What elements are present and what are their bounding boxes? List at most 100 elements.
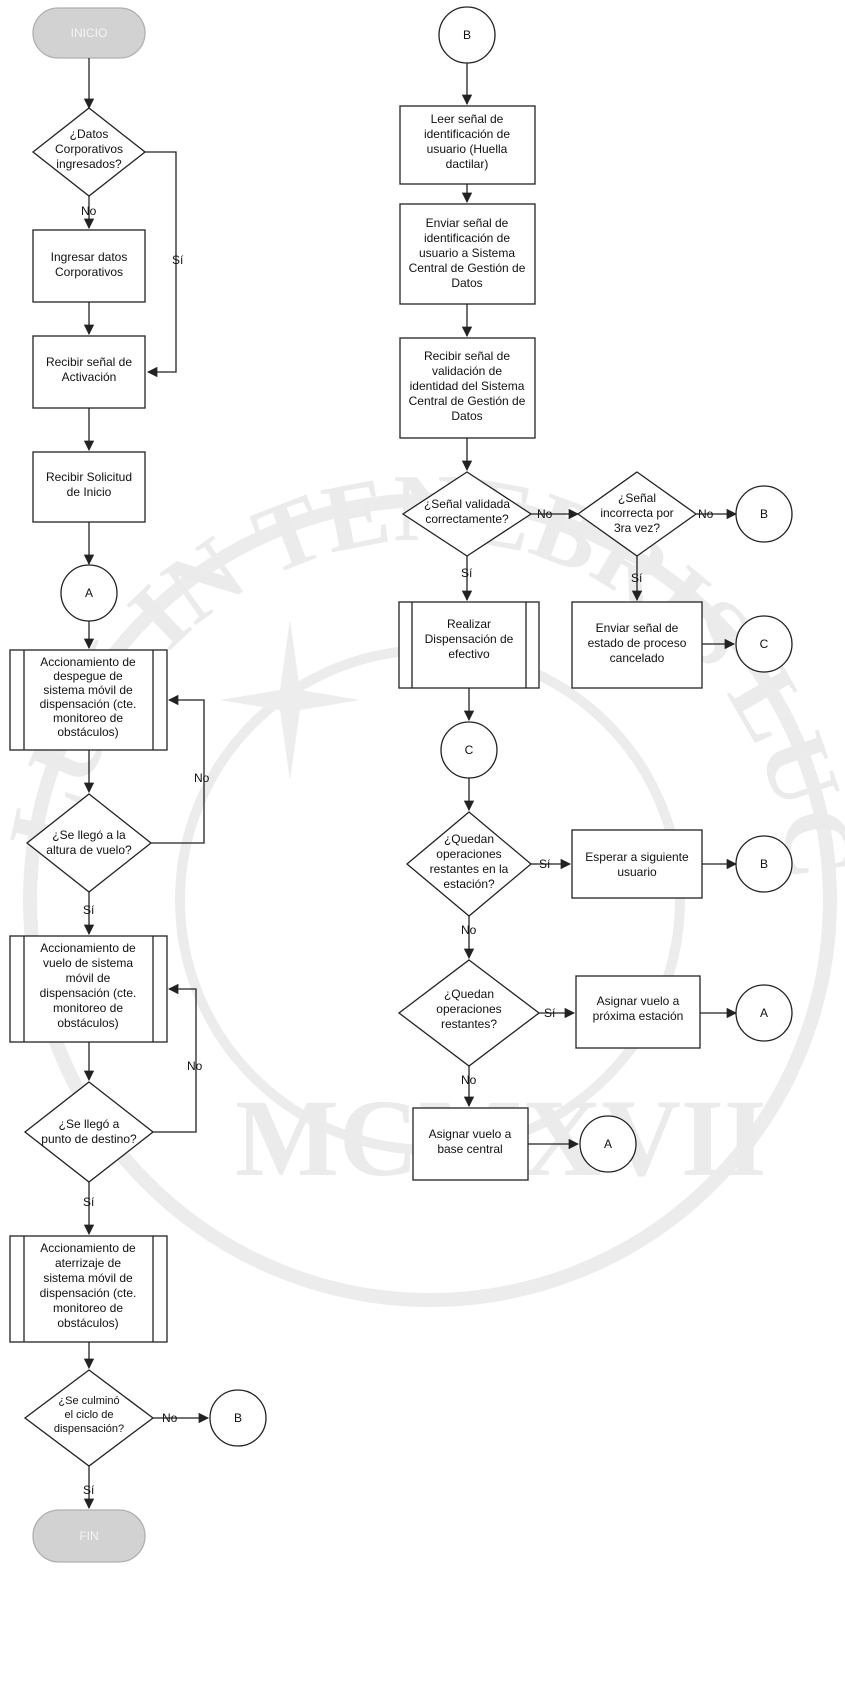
decision-ciclo-dispensacion: ¿Se culminó el ciclo de dispensación? xyxy=(23,1369,155,1467)
svg-text:identificación de: identificación de xyxy=(424,231,510,245)
svg-text:próxima estación: próxima estación xyxy=(593,1009,684,1023)
svg-text:Ingresar datos: Ingresar datos xyxy=(51,250,128,264)
svg-text:B: B xyxy=(760,507,768,521)
svg-text:A: A xyxy=(604,1137,612,1151)
svg-text:¿Quedan: ¿Quedan xyxy=(444,987,494,1001)
svg-text:Dispensación de: Dispensación de xyxy=(425,632,514,646)
svg-text:Esperar a siguiente: Esperar a siguiente xyxy=(585,850,689,864)
svg-text:¿Se llegó a la: ¿Se llegó a la xyxy=(52,828,126,842)
svg-text:¿Se llegó a: ¿Se llegó a xyxy=(59,1117,120,1131)
label-no: No xyxy=(194,771,210,785)
svg-text:validación de: validación de xyxy=(432,364,502,378)
svg-text:dispensación (cte.: dispensación (cte. xyxy=(40,1286,137,1300)
label-no: No xyxy=(162,1411,178,1425)
svg-text:Datos: Datos xyxy=(451,409,482,423)
svg-text:el ciclo de: el ciclo de xyxy=(65,1409,114,1421)
svg-text:Accionamiento de: Accionamiento de xyxy=(40,1241,136,1255)
svg-text:Recibir señal de: Recibir señal de xyxy=(46,355,132,369)
subprocess-realizar-dispensacion: Realizar Dispensación de efectivo xyxy=(398,601,540,689)
decision-quedan-operaciones: ¿Quedan operaciones restantes? xyxy=(397,959,541,1067)
start-terminal: INICIO xyxy=(32,7,146,59)
svg-text:Datos: Datos xyxy=(451,276,482,290)
decision-punto-destino: ¿Se llegó a punto de destino? xyxy=(23,1081,155,1183)
decision-datos-corporativos: ¿Datos Corporativos ingresados? xyxy=(31,107,147,197)
connector-a: A xyxy=(60,564,118,622)
process-recibir-validacion: Recibir señal de validación de identidad… xyxy=(399,337,536,439)
svg-text:obstáculos): obstáculos) xyxy=(57,1016,118,1030)
svg-text:restantes en la: restantes en la xyxy=(430,862,509,876)
svg-text:monitoreo de: monitoreo de xyxy=(53,711,123,725)
label-si: Sí xyxy=(83,1483,95,1497)
process-estado-cancelado: Enviar señal de estado de proceso cancel… xyxy=(571,601,703,689)
process-recibir-activacion: Recibir señal de Activación xyxy=(32,335,146,409)
connector-b: B xyxy=(209,1389,267,1447)
svg-text:aterrizaje de: aterrizaje de xyxy=(55,1256,121,1270)
svg-text:ingresados?: ingresados? xyxy=(56,157,122,171)
svg-text:usuario (Huella: usuario (Huella xyxy=(427,142,508,156)
svg-text:obstáculos): obstáculos) xyxy=(57,1316,118,1330)
svg-text:Recibir Solicitud: Recibir Solicitud xyxy=(46,470,132,484)
svg-text:¿Señal validada: ¿Señal validada xyxy=(424,497,510,511)
svg-text:Asignar vuelo a: Asignar vuelo a xyxy=(429,1127,512,1141)
svg-text:Realizar: Realizar xyxy=(447,617,491,631)
svg-text:efectivo: efectivo xyxy=(448,647,490,661)
svg-text:Accionamiento de: Accionamiento de xyxy=(40,655,136,669)
svg-text:¿Se culminó: ¿Se culminó xyxy=(58,1395,119,1407)
svg-text:dispensación?: dispensación? xyxy=(54,1423,124,1435)
process-recibir-solicitud: Recibir Solicitud de Inicio xyxy=(32,451,146,523)
connector-c: C xyxy=(735,615,793,673)
svg-text:Recibir señal de: Recibir señal de xyxy=(424,349,510,363)
svg-text:despegue de: despegue de xyxy=(53,669,123,683)
svg-text:correctamente?: correctamente? xyxy=(425,512,509,526)
svg-text:Activación: Activación xyxy=(62,370,117,384)
svg-text:Leer señal de: Leer señal de xyxy=(431,112,504,126)
svg-text:3ra vez?: 3ra vez? xyxy=(614,521,660,535)
svg-text:punto de destino?: punto de destino? xyxy=(41,1132,137,1146)
svg-text:C: C xyxy=(760,637,769,651)
label-no: No xyxy=(461,1073,477,1087)
svg-text:Central de Gestión de: Central de Gestión de xyxy=(409,394,526,408)
svg-text:¿Quedan: ¿Quedan xyxy=(444,832,494,846)
decision-quedan-estacion: ¿Quedan operaciones restantes en la esta… xyxy=(405,811,533,917)
label-no: No xyxy=(537,507,553,521)
decision-altura-vuelo: ¿Se llegó a la altura de vuelo? xyxy=(25,793,153,893)
svg-text:Central de Gestión de: Central de Gestión de xyxy=(409,261,526,275)
label-no: No xyxy=(698,507,714,521)
svg-text:restantes?: restantes? xyxy=(441,1017,497,1031)
connector-c: C xyxy=(440,721,498,779)
subprocess-aterrizaje: Accionamiento de aterrizaje de sistema m… xyxy=(9,1235,168,1343)
svg-text:usuario a Sistema: usuario a Sistema xyxy=(419,246,515,260)
svg-text:de Inicio: de Inicio xyxy=(67,485,112,499)
svg-text:Corporativos: Corporativos xyxy=(55,142,123,156)
connector-b: B xyxy=(735,485,793,543)
svg-text:A: A xyxy=(85,586,93,600)
svg-text:incorrecta por: incorrecta por xyxy=(600,506,673,520)
svg-text:FIN: FIN xyxy=(79,1529,98,1543)
svg-text:¿Señal: ¿Señal xyxy=(618,491,656,505)
subprocess-vuelo: Accionamiento de vuelo de sistema móvil … xyxy=(9,935,168,1043)
process-ingresar-datos: Ingresar datos Corporativos xyxy=(32,229,146,303)
connector-b: B xyxy=(735,835,793,893)
svg-text:cancelado: cancelado xyxy=(610,651,665,665)
process-leer-senal: Leer señal de identificación de usuario … xyxy=(399,105,536,185)
connector-a: A xyxy=(579,1115,637,1173)
label-si: Sí xyxy=(83,903,95,917)
svg-text:C: C xyxy=(465,743,474,757)
decision-senal-incorrecta: ¿Señal incorrecta por 3ra vez? xyxy=(576,471,698,557)
svg-text:dispensación (cte.: dispensación (cte. xyxy=(40,986,137,1000)
label-si: Sí xyxy=(539,857,551,871)
svg-text:usuario: usuario xyxy=(617,865,657,879)
svg-text:Corporativos: Corporativos xyxy=(55,265,123,279)
svg-text:altura de vuelo?: altura de vuelo? xyxy=(46,843,132,857)
svg-text:monitoreo de: monitoreo de xyxy=(53,1001,123,1015)
svg-text:sistema móvil de: sistema móvil de xyxy=(43,683,133,697)
label-si: Sí xyxy=(83,1195,95,1209)
svg-text:estación?: estación? xyxy=(443,877,495,891)
decision-senal-validada: ¿Señal validada correctamente? xyxy=(401,471,533,557)
label-si: Sí xyxy=(631,571,643,585)
label-si: Sí xyxy=(172,253,184,267)
svg-text:Enviar señal de: Enviar señal de xyxy=(426,216,509,230)
label-no: No xyxy=(81,204,97,218)
svg-text:monitoreo de: monitoreo de xyxy=(53,1301,123,1315)
process-esperar-usuario: Esperar a siguiente usuario xyxy=(571,829,703,899)
